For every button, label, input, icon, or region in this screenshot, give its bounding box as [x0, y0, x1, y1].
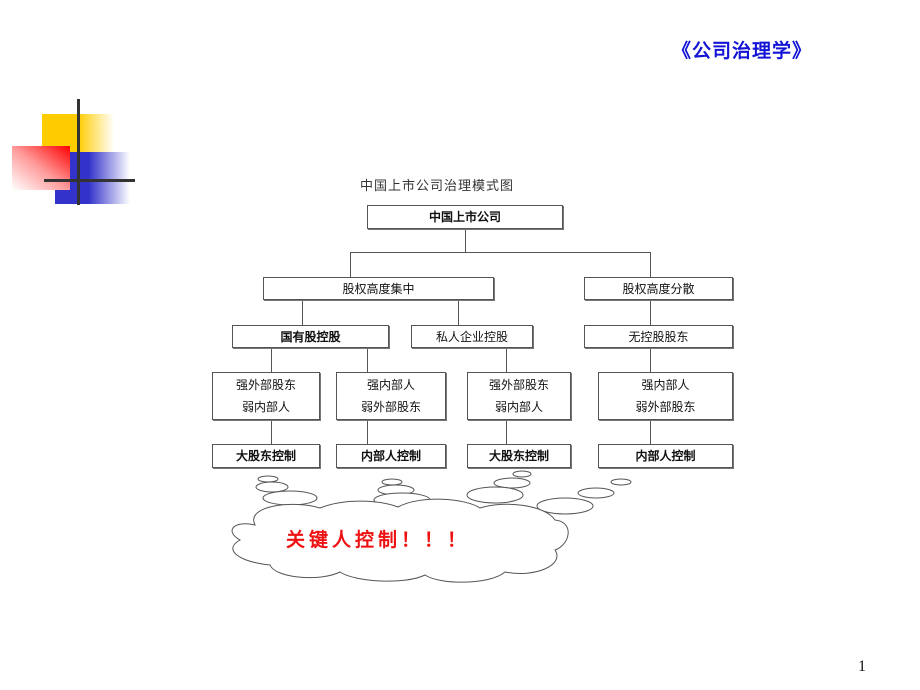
connector: [650, 348, 651, 372]
node-state-controlled: 国有股控股: [232, 325, 389, 348]
node-line: 强外部股东: [488, 378, 549, 392]
connector: [458, 300, 459, 325]
connector: [506, 420, 507, 444]
node-line: 弱内部人: [241, 400, 290, 414]
diagram-title: 中国上市公司治理模式图: [360, 179, 515, 194]
node-private-controlled: 私人企业控股: [411, 325, 533, 348]
node-concentrated: 股权高度集中: [263, 277, 494, 300]
red-square: [12, 146, 70, 190]
vertical-bar: [77, 99, 80, 205]
connector: [650, 300, 651, 325]
page-number: 1: [858, 658, 866, 675]
decorative-squares-logo: [0, 95, 150, 215]
node-strong-outside-2: 强外部股东 弱内部人: [467, 372, 571, 420]
node-strong-outside-1: 强外部股东 弱内部人: [212, 372, 320, 420]
node-line: 强外部股东: [235, 378, 296, 392]
connector: [271, 348, 272, 372]
node-no-controlling: 无控股股东: [584, 325, 733, 348]
connector: [506, 348, 507, 372]
node-major-shareholder-control-1: 大股东控制: [212, 444, 320, 468]
node-insider-control-1: 内部人控制: [336, 444, 446, 468]
node-line: 强内部人: [366, 378, 415, 392]
node-strong-insider-1: 强内部人 弱外部股东: [336, 372, 446, 420]
course-title: 《公司治理学》: [672, 40, 813, 62]
node-line: 弱外部股东: [635, 400, 696, 414]
node-root: 中国上市公司: [367, 205, 563, 229]
connector: [367, 348, 368, 372]
connector: [350, 252, 651, 253]
connector: [350, 252, 351, 277]
node-major-shareholder-control-2: 大股东控制: [467, 444, 571, 468]
connector: [650, 420, 651, 444]
node-insider-control-2: 内部人控制: [598, 444, 733, 468]
horizontal-bar: [44, 179, 135, 182]
connector: [650, 252, 651, 277]
node-line: 弱内部人: [494, 400, 543, 414]
node-line: 强内部人: [641, 378, 690, 392]
connector: [302, 300, 303, 325]
connector: [465, 229, 466, 252]
callout-text: 关键人控制！！！: [286, 529, 471, 551]
connector: [271, 420, 272, 444]
connector: [367, 420, 368, 444]
node-line: 弱外部股东: [360, 400, 421, 414]
node-strong-insider-2: 强内部人 弱外部股东: [598, 372, 733, 420]
node-dispersed: 股权高度分散: [584, 277, 733, 300]
